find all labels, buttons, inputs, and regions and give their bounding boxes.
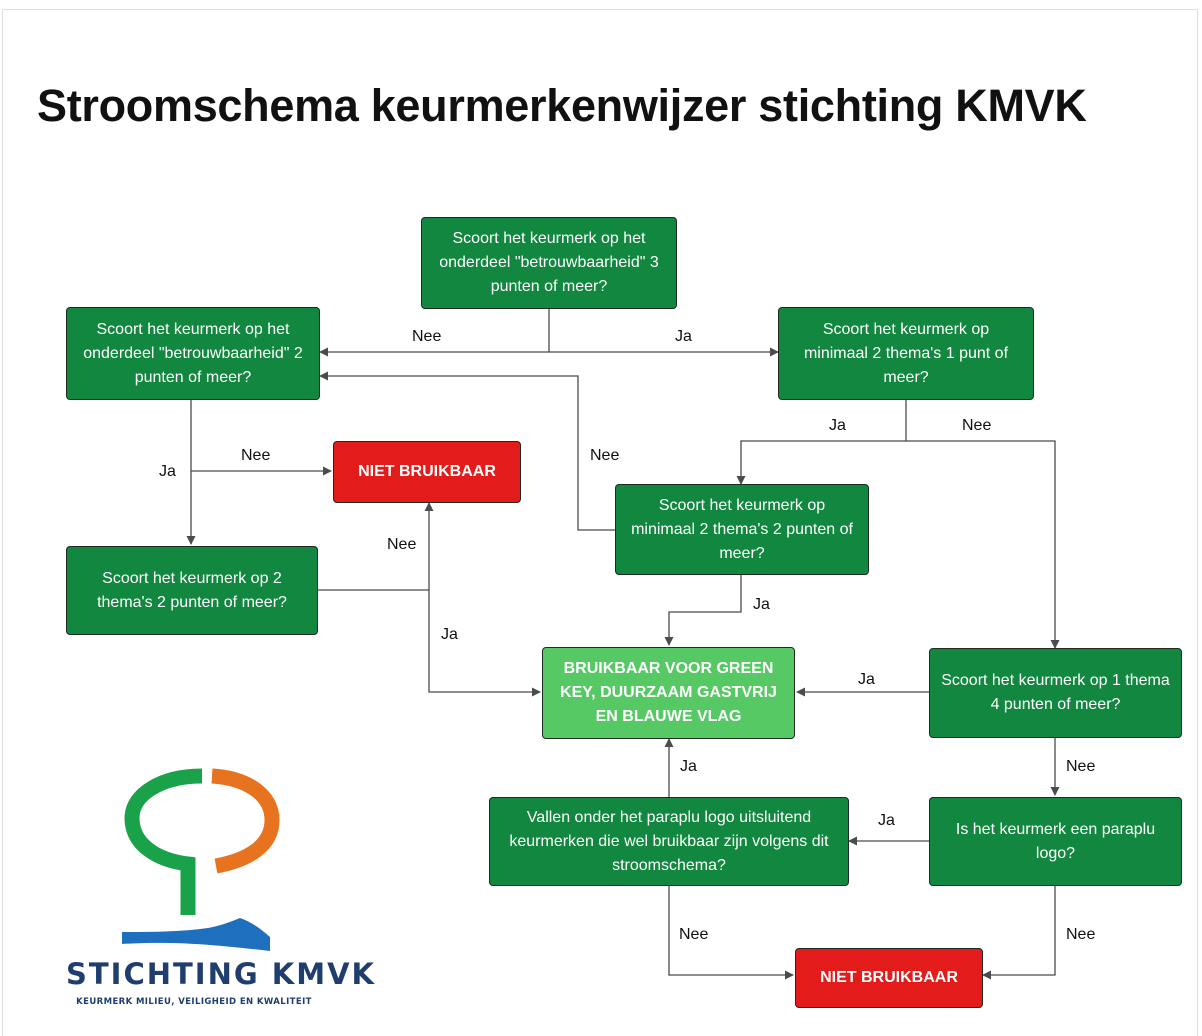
- logo-green-arc: [124, 768, 203, 915]
- logo-name: STICHTING KMVK: [66, 957, 376, 991]
- edge-label-top-nee: Nee: [412, 328, 442, 345]
- edge-label-paraplu-ja: Ja: [878, 812, 895, 829]
- edge-label-thema4-ja: Ja: [858, 671, 875, 688]
- logo-orange-arc: [211, 768, 280, 874]
- edge-thema2-to-betrouw2: [319, 371, 615, 531]
- canvas-frame: [2, 9, 1198, 1036]
- edge-label-paraplu-nee: Nee: [1066, 926, 1096, 943]
- edge-label-2themas-nee: Nee: [387, 536, 417, 553]
- edge-thema2-to-result: [664, 575, 742, 646]
- question-thema-4-punten: Scoort het keurmerk op 1 thema 4 punten …: [929, 648, 1182, 738]
- result-niet-bruikbaar-bottom: NIET BRUIKBAAR: [795, 948, 983, 1008]
- edge-label-thema1-ja: Ja: [829, 417, 846, 434]
- edge-paraplu-to-stop: [982, 886, 1056, 980]
- edge-label-thema2-nee: Nee: [590, 447, 620, 464]
- question-thema-1-punt: Scoort het keurmerk op minimaal 2 thema'…: [778, 307, 1034, 400]
- edge-vallen-to-stop: [668, 886, 794, 980]
- edge-label-thema1-nee: Nee: [962, 417, 992, 434]
- question-2-themas-2-punten: Scoort het keurmerk op 2 thema's 2 punte…: [66, 546, 318, 635]
- edge-label-2themas-ja: Ja: [441, 626, 458, 643]
- page-title: Stroomschema keurmerkenwijzer stichting …: [37, 80, 1087, 131]
- question-betrouwbaarheid-3: Scoort het keurmerk op het onderdeel "be…: [421, 217, 677, 309]
- edge-label-thema4-nee: Nee: [1066, 758, 1096, 775]
- edge-thema1-to-thema4: [906, 440, 1060, 649]
- edge-label-vallen-nee: Nee: [679, 926, 709, 943]
- edge-thema1-to-thema2: [736, 400, 907, 485]
- edge-label-betrouw2-ja: Ja: [159, 463, 176, 480]
- result-bruikbaar: BRUIKBAAR VOOR GREEN KEY, DUURZAAM GASTV…: [542, 647, 795, 739]
- result-niet-bruikbaar-top: NIET BRUIKBAAR: [333, 441, 521, 503]
- question-thema-2-punten: Scoort het keurmerk op minimaal 2 thema'…: [615, 484, 869, 575]
- question-paraplu-logo: Is het keurmerk een paraplu logo?: [929, 797, 1182, 886]
- logo-blue-wave: [122, 918, 270, 951]
- edge-label-thema2-ja: Ja: [753, 596, 770, 613]
- edge-2themas-to-result: [428, 590, 541, 697]
- kmvk-logo-icon: [122, 768, 280, 951]
- question-betrouwbaarheid-2: Scoort het keurmerk op het onderdeel "be…: [66, 307, 320, 400]
- question-vallen-onder-paraplu: Vallen onder het paraplu logo uitsluiten…: [489, 797, 849, 886]
- edge-label-top-ja: Ja: [675, 328, 692, 345]
- edge-label-betrouw2-nee: Nee: [241, 447, 271, 464]
- logo-tagline: KEURMERK MILIEU, VEILIGHEID EN KWALITEIT: [76, 997, 312, 1007]
- edge-label-vallen-ja: Ja: [680, 758, 697, 775]
